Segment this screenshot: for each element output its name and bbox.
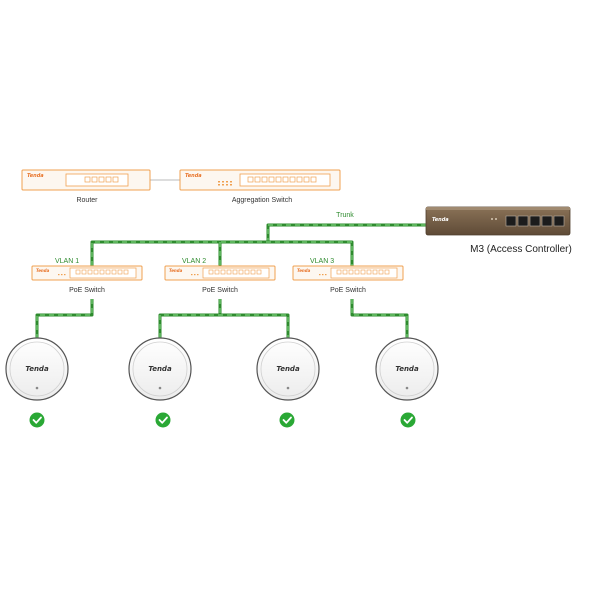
poe-switch-1: Tenda PoE Switch: [31, 265, 143, 294]
poe2-port-panel: [202, 267, 270, 279]
vlan3-label: VLAN 3: [310, 258, 334, 265]
aggregation-brand-logo: Tenda: [185, 173, 202, 179]
poe-switch-3: Tenda PoE Switch: [292, 265, 404, 294]
poe3-ports: [336, 269, 390, 275]
poe1-port-panel: [69, 267, 137, 279]
poe3-ap4-link: [350, 299, 409, 338]
poe3-led-row: [319, 274, 327, 276]
controller-leds: [491, 218, 497, 220]
aggregation-label: Aggregation Switch: [232, 197, 292, 204]
distribution-bus: [90, 240, 354, 266]
poe1-led-row: [58, 274, 66, 276]
router-label: Router: [76, 197, 98, 204]
poe1-brand-logo: Tenda: [36, 268, 50, 273]
links-layer: Trunk: [35, 179, 426, 338]
poe1-label: PoE Switch: [69, 287, 105, 294]
controller-ports: [505, 215, 565, 227]
aggregation-port-panel: [239, 173, 331, 187]
check-circle-icon: [400, 412, 416, 428]
access-controller-device: Tenda M3 (Access Controller): [425, 206, 572, 255]
trunk-link: [266, 223, 426, 242]
ap2-brand-logo: Tenda: [148, 365, 172, 373]
vlan1-label: VLAN 1: [55, 258, 79, 265]
ap4-status-led: [405, 386, 409, 390]
ap1-brand-logo: Tenda: [25, 365, 49, 373]
controller-brand-logo: Tenda: [432, 217, 449, 223]
aggregation-ports: [247, 176, 317, 183]
access-point-2: Tenda: [128, 337, 192, 401]
poe2-brand-logo: Tenda: [169, 268, 183, 273]
access-point-4: Tenda: [375, 337, 439, 401]
check-circle-icon: [155, 412, 171, 428]
ap1-status-led: [35, 386, 39, 390]
ap3-brand-logo: Tenda: [276, 365, 300, 373]
check-circle-icon: [279, 412, 295, 428]
aggregation-led-row: [218, 181, 232, 186]
poe1-ap1-link: [35, 299, 94, 338]
router-brand-logo: Tenda: [27, 173, 44, 179]
poe2-label: PoE Switch: [202, 287, 238, 294]
ap3-status-led: [286, 386, 290, 390]
ap4-brand-logo: Tenda: [395, 365, 419, 373]
access-point-3: Tenda: [256, 337, 320, 401]
poe3-brand-logo: Tenda: [297, 268, 311, 273]
trunk-label: Trunk: [336, 212, 354, 219]
poe2-led-row: [191, 274, 199, 276]
controller-label: M3 (Access Controller): [470, 244, 572, 255]
access-point-1: Tenda: [5, 337, 69, 401]
check-circle-icon: [29, 412, 45, 428]
poe2-ap-links: [158, 299, 290, 338]
router-device: Tenda Router: [21, 169, 151, 204]
poe2-ports: [208, 269, 262, 275]
poe3-port-panel: [330, 267, 398, 279]
poe3-label: PoE Switch: [330, 287, 366, 294]
ap2-status-led: [158, 386, 162, 390]
router-ports: [84, 176, 119, 183]
poe1-ports: [75, 269, 129, 275]
poe-switch-2: Tenda PoE Switch: [164, 265, 276, 294]
aggregation-switch-device: Tenda Aggregation Switch: [179, 169, 341, 204]
vlan2-label: VLAN 2: [182, 258, 206, 265]
